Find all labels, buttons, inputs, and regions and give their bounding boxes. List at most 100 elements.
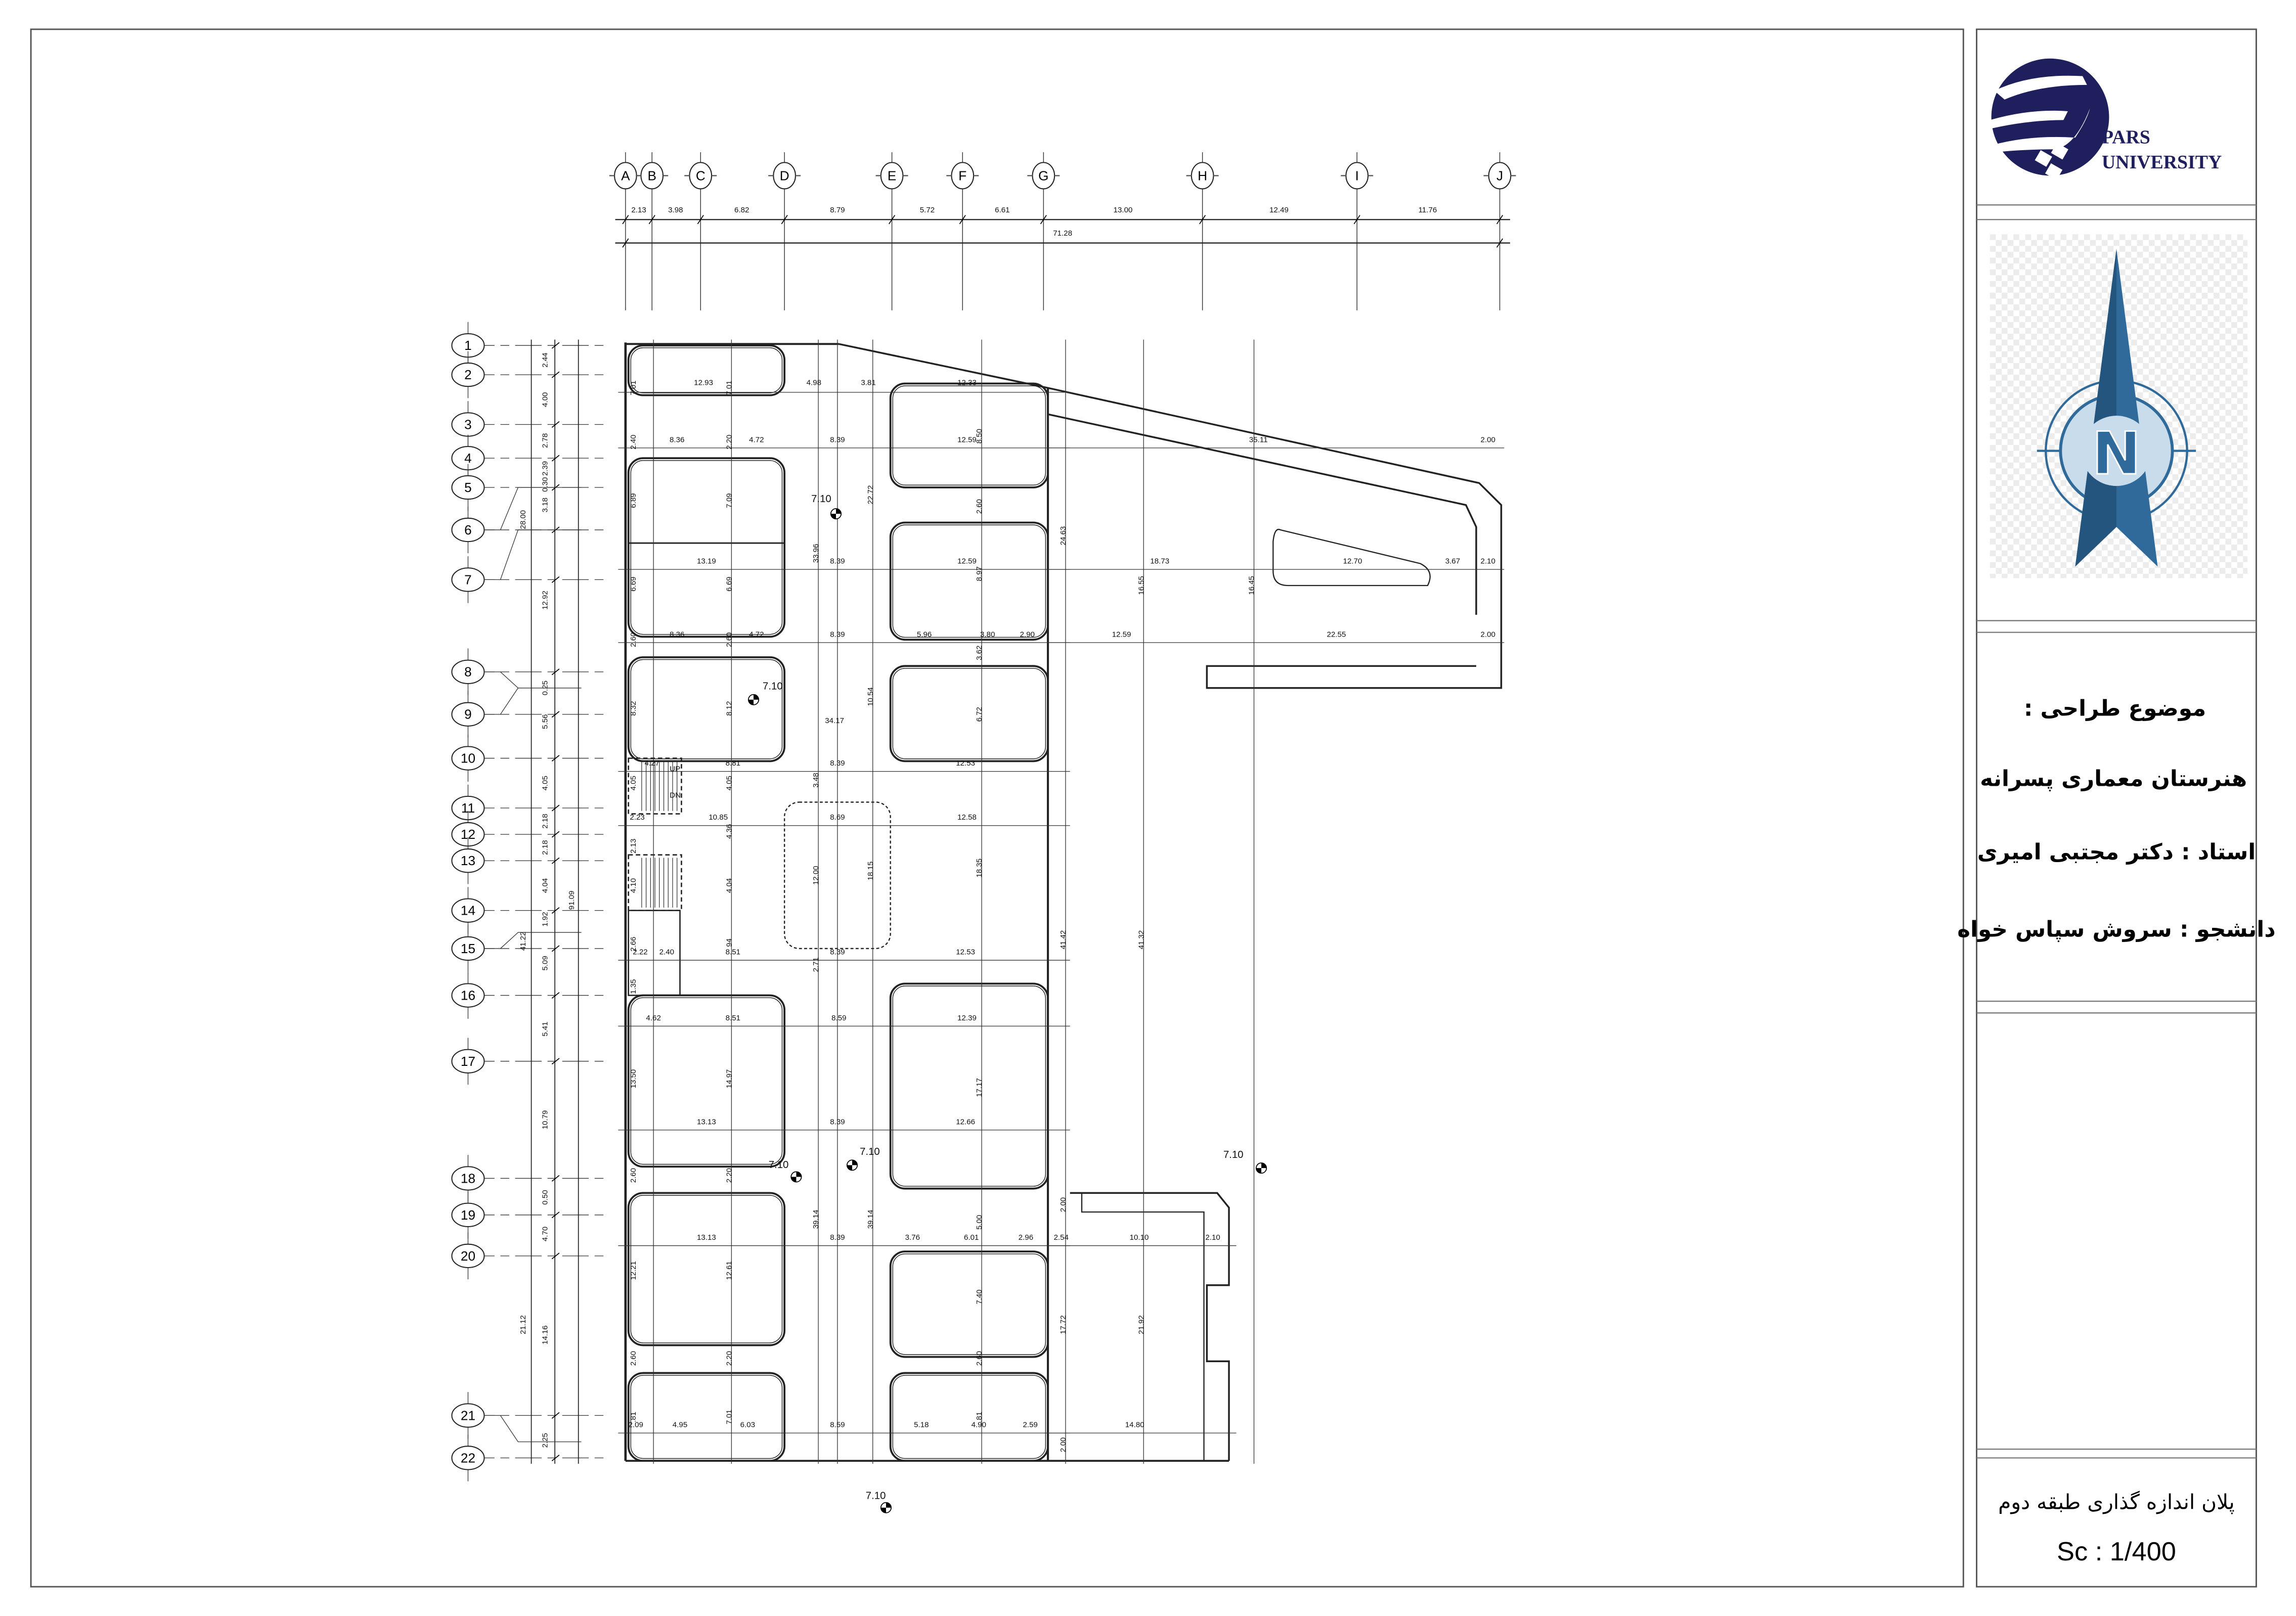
classroom-8	[889, 521, 1049, 641]
left-dimension-label: 1.92	[541, 912, 550, 926]
plan-dimension-label: 2.96	[1019, 1233, 1033, 1242]
left-dimension-label: 12.92	[541, 591, 550, 610]
room-wall-inner	[630, 1195, 783, 1343]
room-wall-inner	[630, 659, 783, 759]
grid-label-H: H	[1198, 168, 1207, 183]
plan-dimension-label: 5.00	[975, 1215, 984, 1230]
dimension-tick	[1040, 215, 1047, 225]
plan-dimension-label: 12.58	[957, 813, 977, 822]
grid-label-16: 16	[461, 988, 475, 1003]
plan-dimension-label: 8.39	[830, 1117, 845, 1126]
plan-dimension-label: 2.60	[629, 1351, 638, 1366]
classroom-3	[627, 656, 786, 762]
dimension-tick	[781, 215, 788, 225]
plan-dimension-label: 41.32	[1137, 930, 1145, 950]
dimension-tick	[622, 238, 629, 248]
plan-dimension-label: 2.13	[629, 839, 638, 854]
plan-dimension-label: 8.69	[830, 813, 845, 822]
plan-dimension-label: 8.32	[629, 701, 638, 716]
plan-dimension-label: 12.53	[956, 759, 975, 768]
dimension-tick	[551, 421, 560, 428]
dimension-tick	[551, 1454, 560, 1461]
grid-bubble-row	[451, 983, 485, 1008]
plan-dimension-label: 2.71	[812, 957, 820, 972]
plan-dimension-label: 12.59	[957, 435, 977, 444]
left-dimension-label: 4.70	[541, 1227, 550, 1241]
grid-label-I: I	[1355, 168, 1359, 183]
southeast-block	[1070, 1192, 1230, 1461]
grid-bubble-row	[451, 362, 485, 387]
room-wall-inner	[892, 1375, 1046, 1459]
dimension-tick	[551, 992, 560, 999]
top-dimension-label: 8.79	[830, 206, 845, 214]
plan-dimension-label: 12.53	[956, 948, 975, 957]
plan-dimension-label: 4.05	[629, 776, 638, 790]
grid-label-10: 10	[461, 751, 475, 766]
grid-label-6: 6	[464, 522, 472, 537]
left-dimension-label: 2.18	[541, 814, 550, 828]
plan-dimension-label: 4.27	[645, 759, 659, 768]
plan-dimension-label: 8.39	[830, 630, 845, 639]
room-wall-inner	[892, 385, 1046, 486]
grid-label-13: 13	[461, 853, 475, 868]
title-block-dividers	[1976, 204, 2257, 1459]
top-dimension-label: 13.00	[1114, 206, 1133, 214]
plan-dimension-label: 8.59	[830, 1421, 845, 1429]
left-dimension-label: 5.09	[541, 956, 550, 970]
plan-dimension-label: 3.62	[975, 645, 984, 660]
grid-label-4: 4	[464, 451, 472, 466]
grid-label-E: E	[888, 168, 896, 183]
plan-dimension-label: 8.50	[975, 429, 984, 443]
plan-dimension-label: 4.05	[725, 776, 733, 790]
left-dimension-label: 5.41	[541, 1021, 550, 1036]
left-total-label: 41.22	[519, 932, 527, 951]
plan-dimension-label: 8.39	[830, 557, 845, 566]
grid-label-A: A	[621, 168, 630, 183]
plan-dimension-label: 3.48	[812, 773, 820, 787]
grid-label-22: 22	[461, 1450, 475, 1465]
leader-line	[484, 671, 582, 689]
dimension-tick	[551, 1252, 560, 1260]
plan-dimension-label: 4.04	[725, 878, 733, 893]
grid-label-2: 2	[464, 367, 472, 382]
plan-dimension-label: 6.69	[725, 576, 733, 591]
pars-university-logo: PARS UNIVERSITY	[1990, 58, 2222, 180]
plan-dimension-label: 2.40	[659, 948, 674, 957]
plan-dimension-label: 13.50	[629, 1069, 638, 1089]
dimension-tick	[551, 455, 560, 462]
left-dimension-label: 5.56	[541, 714, 550, 729]
plan-dimension-label: 8.39	[830, 948, 845, 957]
planter-island	[1272, 528, 1431, 587]
leader-line	[484, 529, 582, 580]
plan-dimension-label: 4.95	[673, 1421, 687, 1429]
dimension-tick	[1353, 215, 1360, 225]
dimension-tick	[622, 215, 629, 225]
plan-dimension-label: 16.45	[1248, 576, 1256, 595]
plan-dimension-label: 8.39	[830, 1233, 845, 1242]
plan-dimension-label: 2.60	[629, 632, 638, 647]
room-wall-inner	[892, 985, 1046, 1187]
level-marker-fill	[791, 1172, 802, 1182]
level-marker-fill	[748, 694, 759, 705]
plan-dimension-label: 4.98	[807, 378, 821, 387]
grid-label-D: D	[780, 168, 789, 183]
plan-dimension-label: 1.35	[629, 979, 638, 994]
room-wall-inner	[630, 347, 783, 393]
classroom-4	[627, 994, 786, 1168]
plan-dimension-label: 10.85	[709, 813, 728, 822]
level-label: 7.10	[1223, 1149, 1244, 1160]
dimension-tick	[1496, 215, 1504, 225]
plan-dimension-label: 18.73	[1150, 557, 1169, 566]
dimension-tick	[551, 804, 560, 812]
grid-label-5: 5	[464, 480, 472, 495]
plan-dimension-label: 5.18	[914, 1421, 929, 1429]
plan-dimension-label: 17.72	[1059, 1315, 1068, 1334]
stair-1	[628, 757, 682, 815]
grid-label-8: 8	[464, 664, 472, 680]
dimension-lines	[618, 339, 1505, 1464]
plan-dimension-label: 12.39	[957, 1014, 977, 1022]
leader-line	[484, 687, 582, 715]
plan-dimension-label: 10.10	[1130, 1233, 1149, 1242]
plan-dimension-label: 4.36	[725, 824, 733, 839]
dimension-tick	[551, 945, 560, 952]
